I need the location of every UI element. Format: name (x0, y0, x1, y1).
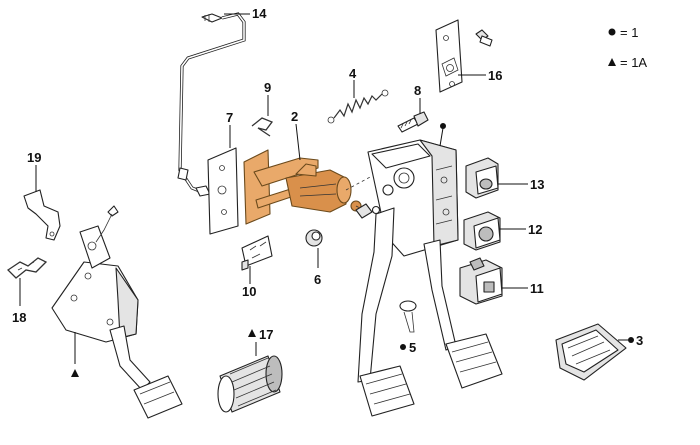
part-10-switch (241, 235, 273, 271)
callout-1-marker (440, 123, 446, 129)
part-5-pivot-pin (399, 300, 417, 333)
callout-1a-marker (71, 369, 79, 377)
part-16-pin (475, 29, 493, 47)
callout-5-marker (400, 344, 406, 350)
part-3-pedal-pad (555, 323, 627, 381)
callout-11: 11 (530, 281, 544, 296)
part-1a-pedal-box-left (51, 205, 183, 419)
part-17-pedal-rubber (217, 355, 283, 413)
part-1-pedal-box (355, 139, 503, 417)
part-9-clip (251, 117, 274, 137)
part-19-bracket (23, 189, 61, 241)
callout-19: 19 (27, 150, 41, 165)
part-16-bracket-plate (435, 19, 463, 93)
part-13-switch (465, 157, 499, 199)
part-6-bushing (305, 229, 323, 247)
callout-4: 4 (349, 66, 357, 81)
part-12-switch (463, 211, 501, 251)
part-11-switch (459, 257, 503, 305)
callout-3: 3 (636, 333, 643, 348)
callout-8: 8 (414, 83, 421, 98)
callout-10: 10 (242, 284, 256, 299)
callout-9: 9 (264, 80, 271, 95)
callout-5: 5 (409, 340, 416, 355)
callout-17: 17 (259, 327, 273, 342)
part-8-bolt (397, 111, 429, 133)
callout-13: 13 (530, 177, 544, 192)
callout-6: 6 (314, 272, 321, 287)
callout-17-marker (248, 329, 256, 337)
legend-triangle-marker (608, 58, 616, 66)
legend-circle-text: = 1 (620, 25, 638, 40)
part-7-gasket (207, 147, 239, 235)
callout-2: 2 (291, 109, 298, 124)
part-18-clip (6, 257, 48, 279)
callout-18: 18 (12, 310, 26, 325)
callout-12: 12 (528, 222, 542, 237)
legend-triangle-text: = 1A (620, 55, 647, 70)
callout-7: 7 (226, 110, 233, 125)
callout-16: 16 (488, 68, 502, 83)
callout-3-marker (628, 337, 634, 343)
part-4-return-spring (327, 89, 389, 124)
part-2-master-cylinder (243, 149, 362, 225)
callout-14: 14 (252, 6, 267, 21)
legend-circle-marker (608, 28, 616, 36)
legend: = 1 = 1A (608, 25, 647, 70)
